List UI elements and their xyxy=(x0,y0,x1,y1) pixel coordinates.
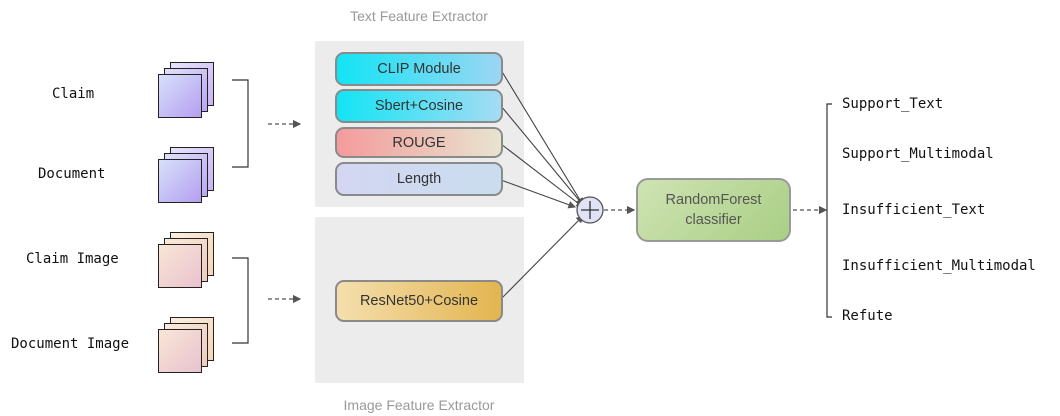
document-label: Document xyxy=(38,166,106,182)
output-insufficient-multimodal: Insufficient_Multimodal xyxy=(842,258,1036,274)
rouge-box: ROUGE xyxy=(335,127,503,158)
output-support-text: Support_Text xyxy=(842,96,944,112)
classifier-line1: RandomForest xyxy=(665,192,762,208)
output-insufficient-text: Insufficient_Text xyxy=(842,202,986,218)
claim-document-stack-icon xyxy=(158,62,214,120)
text-feature-extractor-title: Text Feature Extractor xyxy=(350,8,488,24)
resnet50-cosine-box: ResNet50+Cosine xyxy=(335,280,503,322)
classifier-line2: classifier xyxy=(685,212,742,228)
output-bracket xyxy=(826,103,832,318)
document-image-label: Document Image xyxy=(11,336,130,352)
claim-label: Claim xyxy=(52,86,95,102)
output-refute: Refute xyxy=(842,308,893,324)
claim-image-label: Claim Image xyxy=(26,251,119,267)
text-input-bracket xyxy=(232,79,249,168)
document-image-stack-icon xyxy=(158,317,214,375)
sbert-cosine-box: Sbert+Cosine xyxy=(335,89,503,123)
image-input-bracket xyxy=(232,257,249,344)
length-box: Length xyxy=(335,162,503,196)
claim-image-stack-icon xyxy=(158,232,214,290)
output-support-multimodal: Support_Multimodal xyxy=(842,146,994,162)
clip-module-box: CLIP Module xyxy=(335,52,503,86)
image-feature-extractor-title: Image Feature Extractor xyxy=(343,397,495,413)
randomforest-classifier-box: RandomForest classifier xyxy=(636,178,791,242)
document-stack-icon xyxy=(158,147,214,205)
